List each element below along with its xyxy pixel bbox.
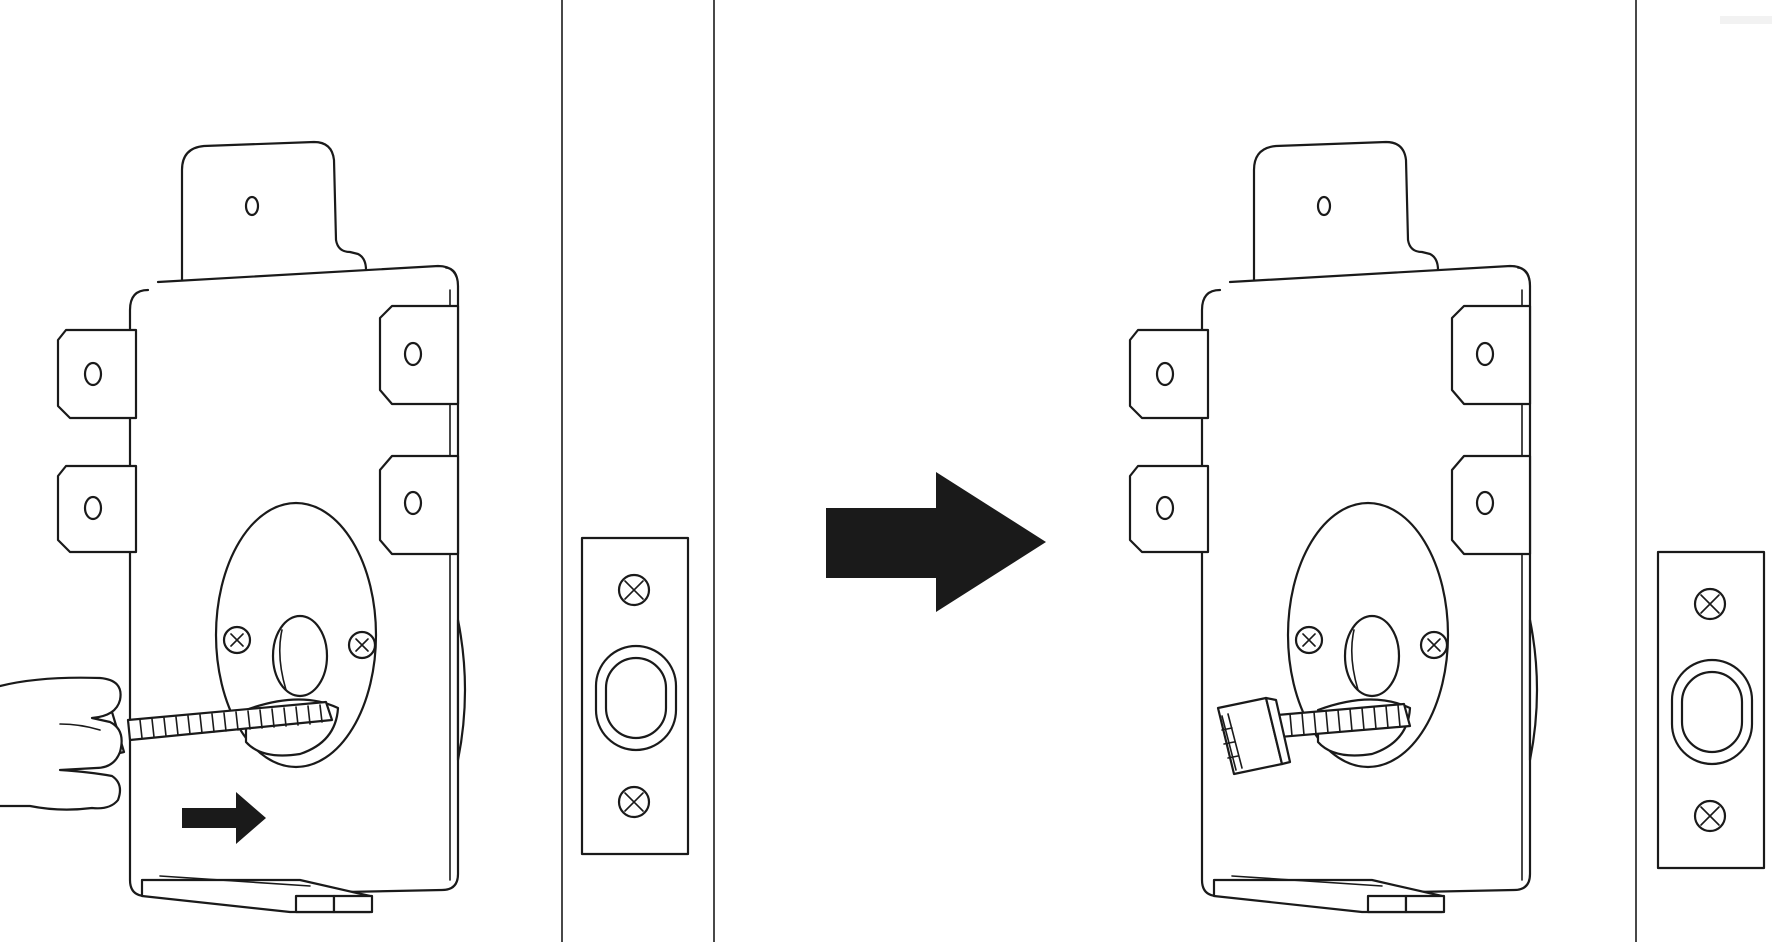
direction-arrow-icon	[182, 792, 266, 844]
strike-plate-icon	[1656, 550, 1766, 870]
cable-connector-icon	[1216, 696, 1412, 776]
arrow-right-icon	[826, 472, 1046, 612]
mounting-plate-icon	[1128, 140, 1539, 914]
corner-mark	[1720, 16, 1772, 24]
hand-icon	[0, 676, 123, 811]
strike-plate-icon	[580, 536, 690, 856]
